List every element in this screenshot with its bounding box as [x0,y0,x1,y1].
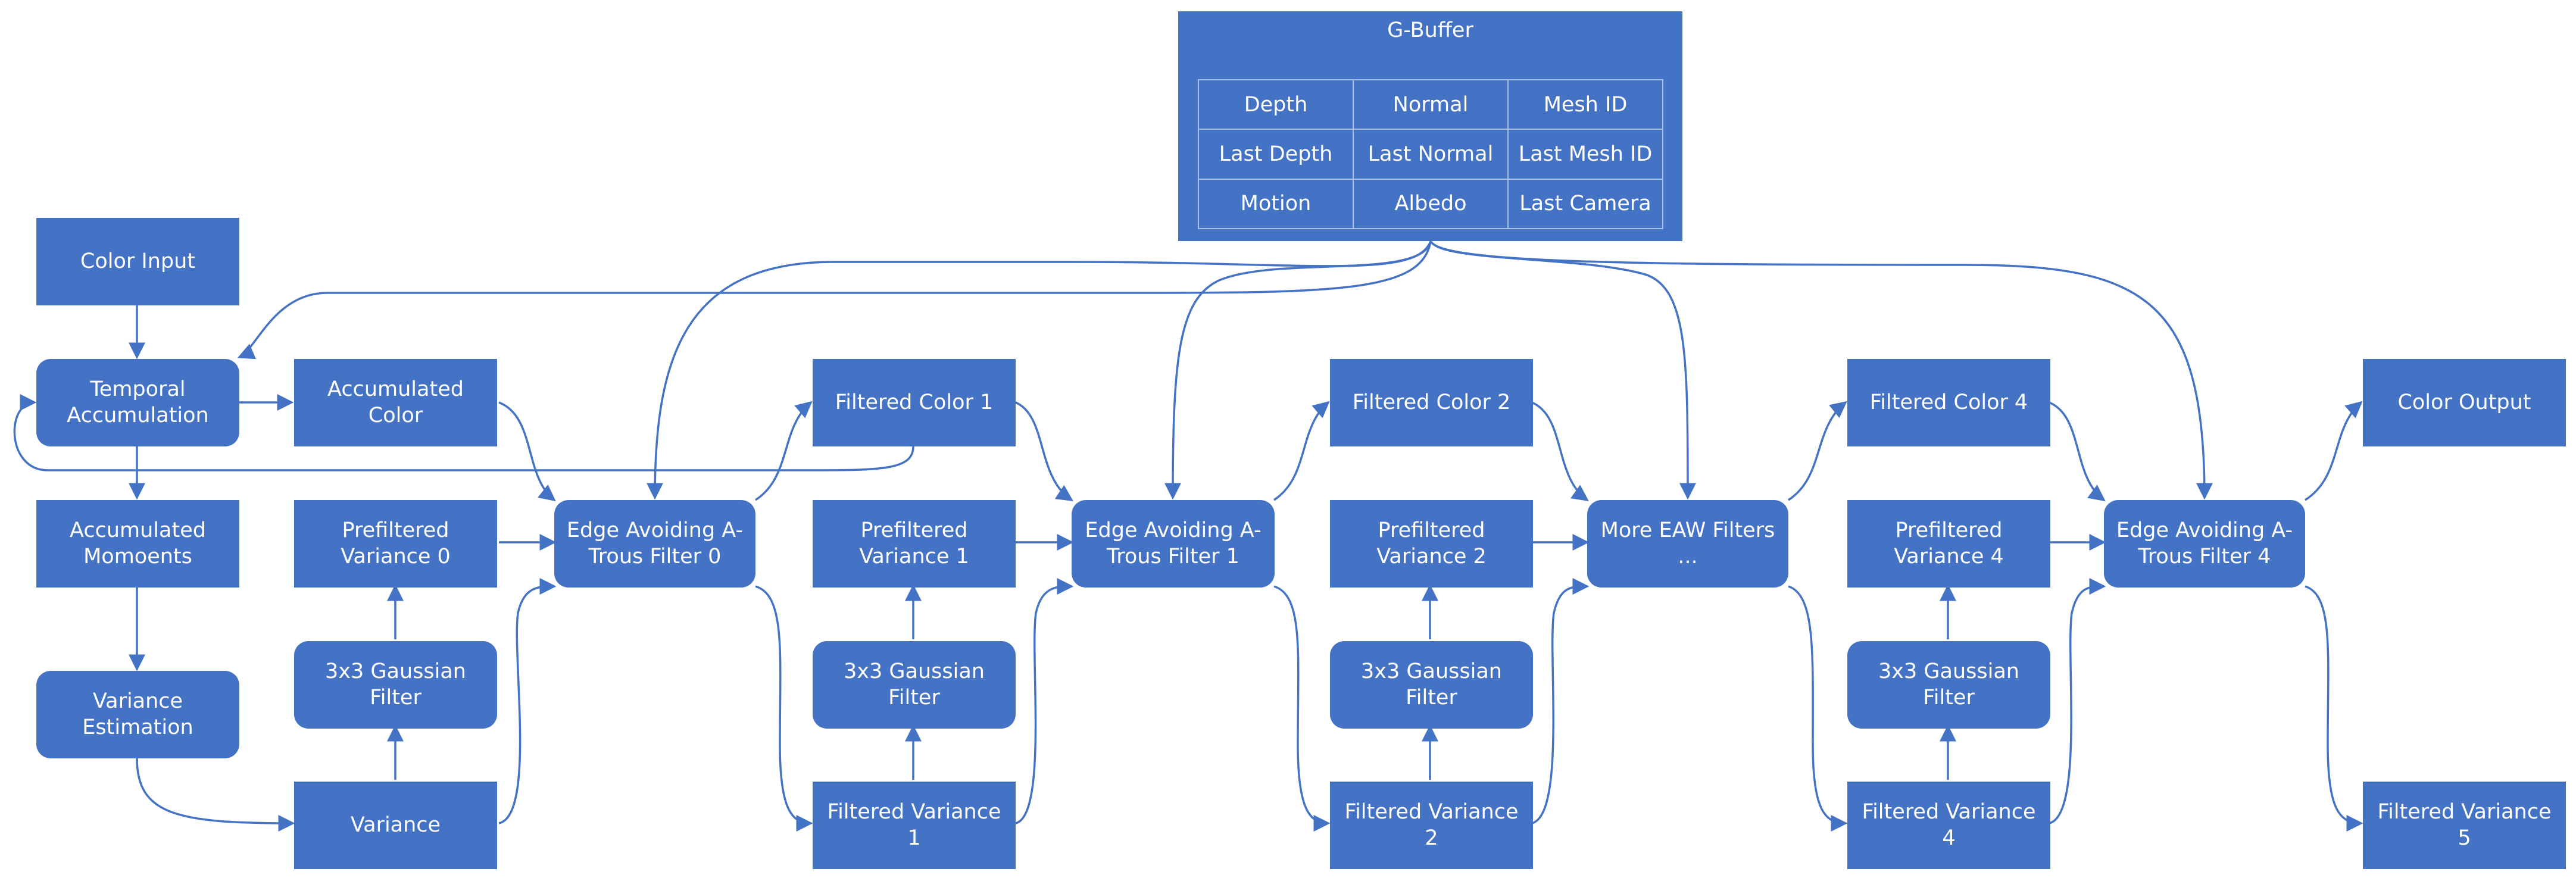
edge-gbuffer-to-eaw0 [647,240,1432,500]
filtered-color-1-node: Filtered Color 1 [813,359,1016,446]
edge-fvar2-to-more [1531,578,1590,824]
more-eaw-filters-node: More EAW Filters ... [1587,500,1788,588]
edge-gbuffer-to-temporal [237,240,1432,360]
accumulated-color-node: Accumulated Color [294,359,497,446]
color-input-node: Color Input [36,218,239,305]
edge-variance-to-eaw0 [498,578,557,824]
edge-eaw4-to-coloroutput [2305,401,2363,501]
edge-fcolor1-to-eaw1 [1015,401,1073,501]
g-buffer-cell-albedo: Albedo [1353,178,1509,230]
edge-fcolor1-to-temporal [13,394,914,471]
g-buffer-row: Depth Normal Mesh ID [1198,79,1663,130]
g-buffer-block: G-Buffer Depth Normal Mesh ID Last Depth… [1178,11,1682,241]
temporal-accumulation-node: Temporal Accumulation [36,359,239,446]
edge-eaw1-to-fcolor2 [1273,401,1330,501]
accumulated-moments-node: Accumulated Momoents [36,500,239,588]
edge-eaw0-to-fcolor1 [755,401,813,501]
g-buffer-cell-depth: Depth [1198,79,1354,130]
edge-gbuffer-to-eaw1 [1164,240,1432,500]
gaussian-filter-2-node: 3x3 Gaussian Filter [1330,641,1533,729]
g-buffer-cell-last-camera: Last Camera [1507,178,1663,230]
prefiltered-variance-0-node: Prefiltered Variance 0 [294,500,497,588]
edge-eaw1-to-fvar2 [1273,585,1331,832]
g-buffer-cell-mesh-id: Mesh ID [1507,79,1663,130]
edge-acccolor-to-eaw0 [498,401,556,502]
g-buffer-cell-last-mesh-id: Last Mesh ID [1507,129,1663,180]
filtered-variance-4-node: Filtered Variance 4 [1847,782,2050,869]
edge-eaw0-to-fvar1 [755,585,813,832]
variance-node: Variance [294,782,497,869]
edge-avoiding-filter-1-node: Edge Avoiding A- Trous Filter 1 [1072,500,1275,588]
edge-gbuffer-to-eaw4 [1429,240,2213,500]
prefiltered-variance-2-node: Prefiltered Variance 2 [1330,500,1533,588]
prefiltered-variance-4-node: Prefiltered Variance 4 [1847,500,2050,588]
filtered-color-4-node: Filtered Color 4 [1847,359,2050,446]
edge-fvar4-to-eaw4 [2049,578,2106,824]
edge-avoiding-filter-0-node: Edge Avoiding A- Trous Filter 0 [554,500,755,588]
g-buffer-title: G-Buffer [1387,18,1473,42]
filtered-variance-1-node: Filtered Variance 1 [813,782,1016,869]
g-buffer-cell-last-depth: Last Depth [1198,129,1354,180]
gaussian-filter-4-node: 3x3 Gaussian Filter [1847,641,2050,729]
edge-more-to-fcolor4 [1788,401,1847,501]
edge-fvar1-to-eaw1 [1015,578,1074,824]
edge-more-to-fvar4 [1788,585,1848,832]
edge-avoiding-filter-4-node: Edge Avoiding A- Trous Filter 4 [2104,500,2305,588]
filtered-color-2-node: Filtered Color 2 [1330,359,1533,446]
g-buffer-row: Last Depth Last Normal Last Mesh ID [1198,129,1663,180]
g-buffer-table: Depth Normal Mesh ID Last Depth Last Nor… [1198,79,1663,230]
prefiltered-variance-1-node: Prefiltered Variance 1 [813,500,1016,588]
g-buffer-cell-last-normal: Last Normal [1353,129,1509,180]
edge-eaw4-to-fvar5 [2305,585,2363,832]
color-output-node: Color Output [2363,359,2566,446]
edge-fcolor2-to-more [1531,401,1589,502]
g-buffer-row: Motion Albedo Last Camera [1198,178,1663,230]
filtered-variance-5-node: Filtered Variance 5 [2363,782,2566,869]
edge-fcolor4-to-eaw4 [2049,401,2106,502]
gaussian-filter-0-node: 3x3 Gaussian Filter [294,641,497,729]
variance-estimation-node: Variance Estimation [36,671,239,758]
edge-estimation-to-variance [136,758,295,832]
g-buffer-cell-motion: Motion [1198,178,1354,230]
g-buffer-cell-normal: Normal [1353,79,1509,130]
gaussian-filter-1-node: 3x3 Gaussian Filter [813,641,1016,729]
filtered-variance-2-node: Filtered Variance 2 [1330,782,1533,869]
